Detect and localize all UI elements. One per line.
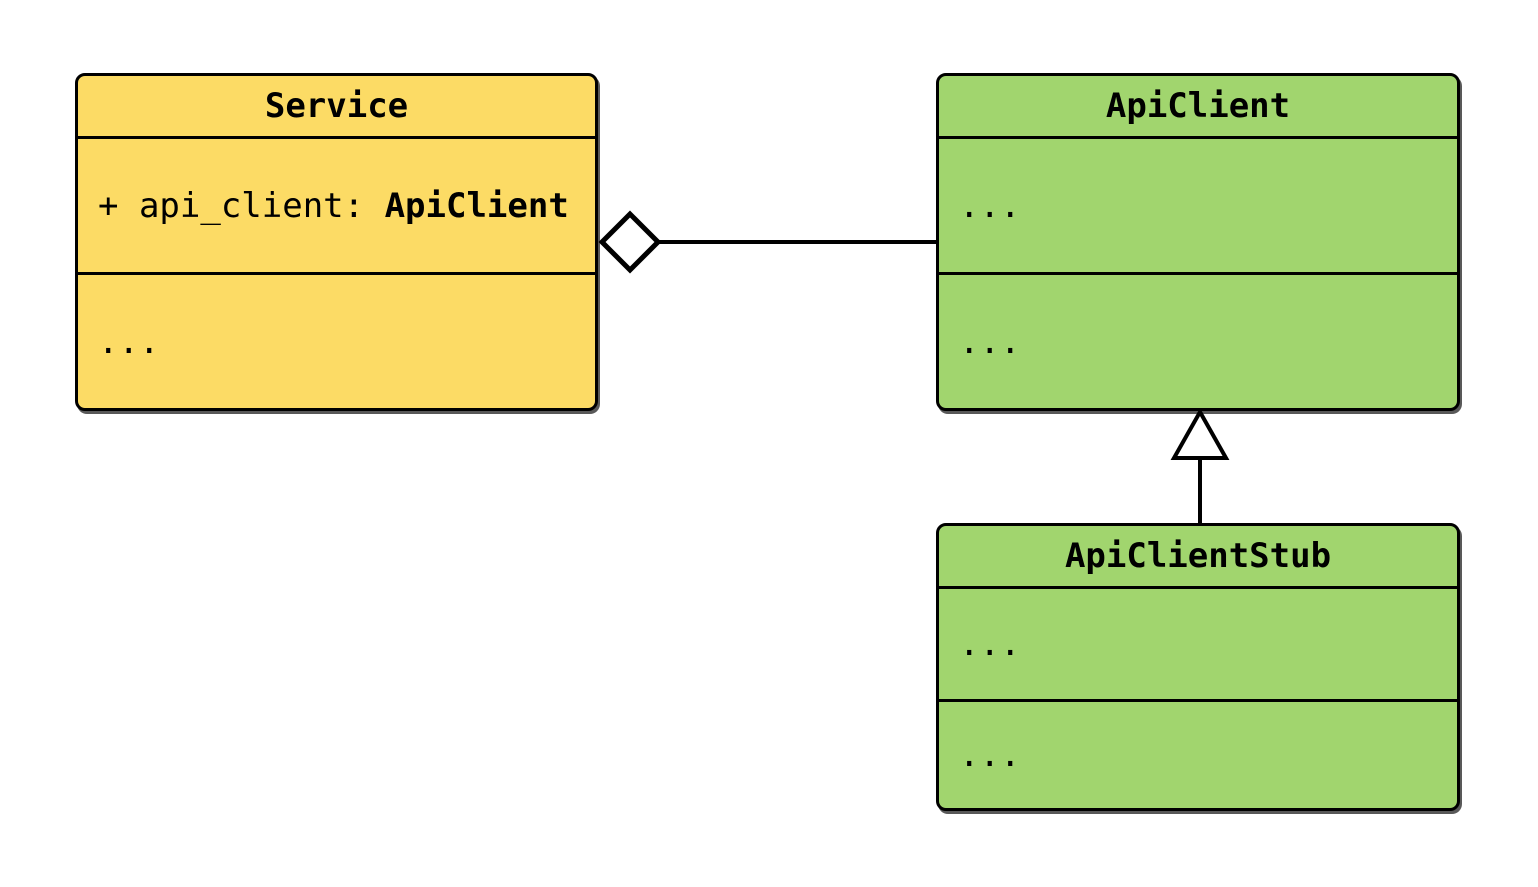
attribute-type: ApiClient <box>384 185 569 226</box>
attribute-name: + api_client: <box>98 185 385 226</box>
class-box-apiclientstub: ApiClientStub ... ... <box>936 523 1460 811</box>
aggregation-connector <box>598 210 936 274</box>
class-box-service: Service + api_client: ApiClient ... <box>75 73 598 411</box>
inheritance-connector <box>1170 407 1230 523</box>
class-title-apiclientstub: ApiClientStub <box>939 526 1457 589</box>
aggregation-diamond-icon <box>598 210 662 274</box>
inheritance-triangle-icon <box>1170 407 1230 460</box>
class-attributes-apiclient: ... <box>939 139 1457 275</box>
class-methods-service: ... <box>98 321 160 362</box>
class-attributes-service: + api_client: ApiClient <box>78 139 595 275</box>
class-attributes-apiclientstub: ... <box>939 589 1457 702</box>
class-box-apiclient: ApiClient ... ... <box>936 73 1460 411</box>
class-methods-apiclientstub: ... <box>959 735 1021 775</box>
class-title-service: Service <box>78 76 595 139</box>
class-title-apiclient: ApiClient <box>939 76 1457 139</box>
class-methods-apiclient: ... <box>959 321 1021 362</box>
